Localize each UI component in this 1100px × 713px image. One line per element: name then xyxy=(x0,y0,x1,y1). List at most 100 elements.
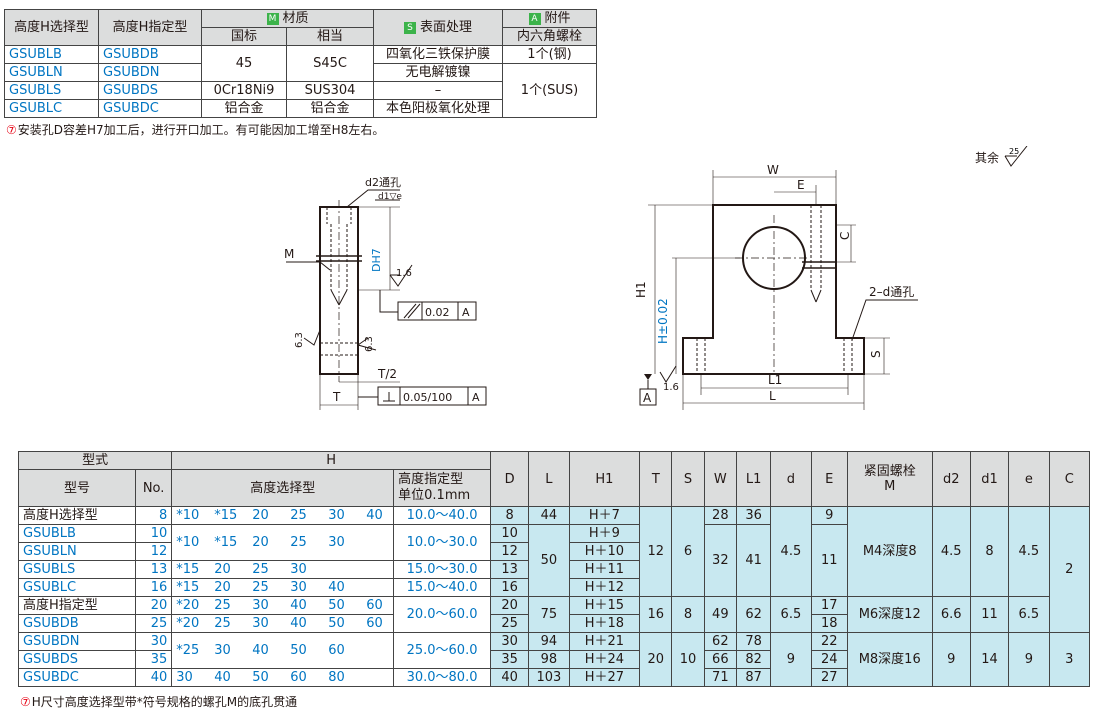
hdr-D: D xyxy=(489,451,530,507)
cell: 10.0～40.0 xyxy=(393,506,491,525)
note-mark: ⑦ xyxy=(6,123,17,137)
technical-drawings: d2通孔 d1▽e M DH7 1.6 0.02 A 6.3 6.3 T/2 T… xyxy=(284,163,918,410)
cell: 8 xyxy=(671,596,705,633)
equiv-cell: 铝合金 xyxy=(285,99,375,118)
hdr-C: C xyxy=(1048,451,1091,507)
cell: 62 xyxy=(703,632,737,651)
cell: 30 xyxy=(134,632,173,651)
cell: 17 xyxy=(810,596,848,615)
cell: 12 xyxy=(639,506,673,597)
datum-triangle-icon xyxy=(644,374,652,380)
cell: 40 xyxy=(134,668,173,687)
perp-value: 0.05/100 xyxy=(403,391,452,404)
hdr-L1: L1 xyxy=(735,451,772,507)
cell: 16 xyxy=(134,578,173,597)
label-d2: d2通孔 xyxy=(365,176,401,189)
cell: GSUBDS xyxy=(18,650,136,669)
cell: 3 xyxy=(1048,632,1091,687)
cell: GSUBDC xyxy=(18,668,136,687)
cell: 20 xyxy=(134,596,173,615)
cell: 20 xyxy=(489,596,530,615)
cell: 6 xyxy=(671,506,705,597)
cell: 25.0～60.0 xyxy=(393,632,491,669)
cell: 10 xyxy=(671,632,705,687)
cell: M4深度8 xyxy=(846,506,933,597)
label-l1: L1 xyxy=(768,373,782,387)
label-datum-a: A xyxy=(643,391,652,405)
hdr-S: S xyxy=(671,451,705,507)
tol-ref: A xyxy=(462,306,470,319)
cell: 82 xyxy=(735,650,772,669)
cell: H＋9 xyxy=(568,524,641,543)
cell: 6.5 xyxy=(770,596,812,633)
hdr-W: W xyxy=(703,451,737,507)
cell: 9 xyxy=(931,632,971,687)
cell: M8深度16 xyxy=(846,632,933,687)
hdr-d1: d1 xyxy=(969,451,1010,507)
cell: 12 xyxy=(134,542,173,561)
perp-ref: A xyxy=(472,391,480,404)
cell: 25 xyxy=(134,614,173,633)
cell: GSUBLN xyxy=(18,542,136,561)
label-r16: 1.6 xyxy=(396,268,412,279)
tol-value: 0.02 xyxy=(425,306,450,319)
hdr-e: e xyxy=(1008,451,1050,507)
cell: 9 xyxy=(810,506,848,525)
cell: H＋7 xyxy=(568,506,641,525)
cell: GSUBDN xyxy=(18,632,136,651)
hdr-hspec: 高度指定型单位0.1mm xyxy=(393,469,491,507)
cell: 22 xyxy=(810,632,848,651)
label-c: C xyxy=(838,232,852,240)
cell: 11 xyxy=(810,524,848,597)
surface-cell: 四氧化三铁保护膜 xyxy=(373,45,504,64)
cell: 10 xyxy=(134,524,173,543)
hdr-std: 国标 xyxy=(201,27,287,46)
cell: H＋10 xyxy=(568,542,641,561)
roughness-value: 25 xyxy=(1009,147,1019,156)
hdr-type: 型式 xyxy=(17,451,173,470)
label-l: L xyxy=(769,389,776,403)
cell: 2 xyxy=(1048,506,1091,633)
cell: M6深度12 xyxy=(846,596,933,633)
cell: 20.0～60.0 xyxy=(393,596,491,633)
cell: 30 xyxy=(489,632,530,651)
accessory-badge: A xyxy=(528,12,541,25)
cell: 4.5 xyxy=(770,506,812,597)
cell: 16 xyxy=(489,578,530,597)
cell: 16 xyxy=(639,596,673,633)
cell: H＋24 xyxy=(568,650,641,669)
cell: 8 xyxy=(969,506,1010,597)
cell: 35 xyxy=(134,650,173,669)
cell: 10.0～30.0 xyxy=(393,524,491,561)
cell: 25 xyxy=(489,614,530,633)
cell: 87 xyxy=(735,668,772,687)
equiv-merged: S45C xyxy=(285,45,375,82)
equiv-cell: SUS304 xyxy=(285,81,375,100)
acc-sus: 1个(SUS) xyxy=(502,63,598,118)
cell: 50 xyxy=(528,524,570,597)
label-t2: T/2 xyxy=(377,367,397,381)
cell: GSUBLB xyxy=(18,524,136,543)
cell: 6.6 xyxy=(931,596,971,633)
hdr-model: 型号 xyxy=(18,469,136,507)
label-h1: H1 xyxy=(634,281,648,298)
hdr-equiv: 相当 xyxy=(285,27,375,46)
cell: GSUBDB xyxy=(18,614,136,633)
cell: 98 xyxy=(528,650,570,669)
hdr-h-select: 高度H选择型 xyxy=(4,9,99,46)
cell: 32 xyxy=(703,524,737,597)
label-dh7: DH7 xyxy=(370,248,383,272)
label-w: W xyxy=(767,163,779,177)
cell: 高度H选择型 xyxy=(18,506,136,525)
